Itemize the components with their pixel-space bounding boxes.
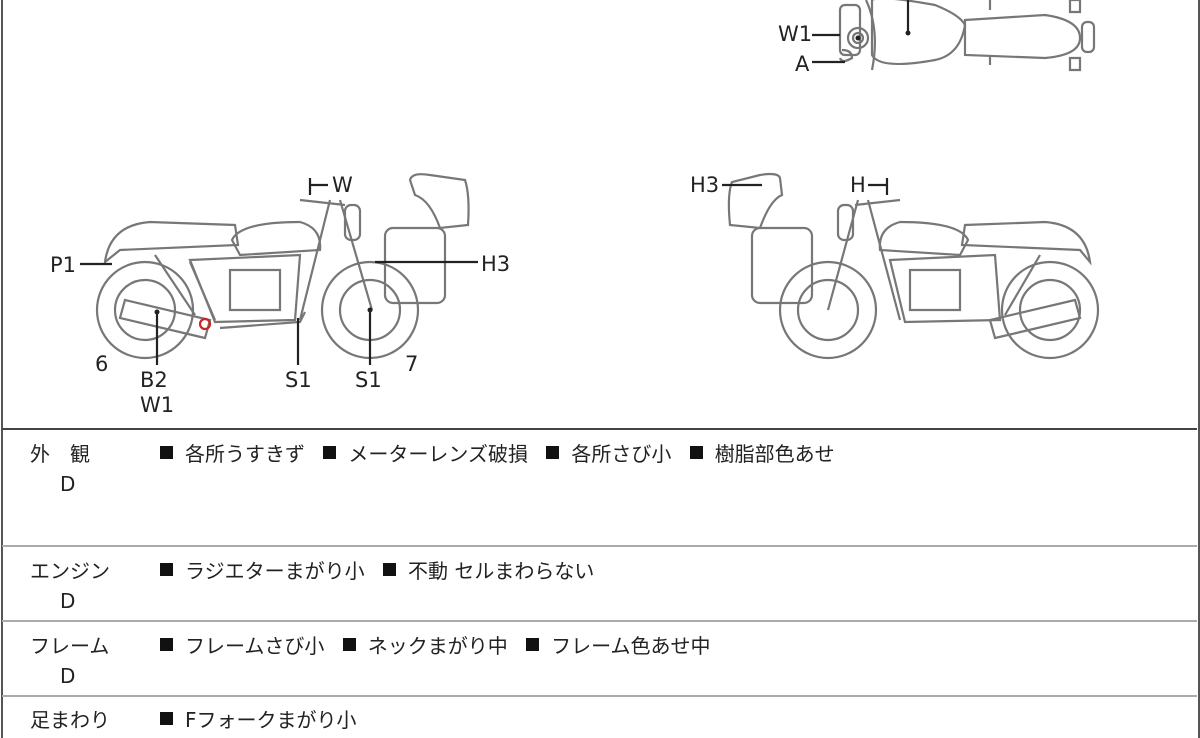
row-grade: D <box>60 472 76 496</box>
label-a-top: A <box>795 52 810 76</box>
row-item: Fフォークまがり小 <box>185 708 357 732</box>
row-item: ネックまがり中 <box>367 634 508 658</box>
section-divider <box>2 428 1197 430</box>
right-side-motorcycle <box>722 172 1100 360</box>
label-p1: P1 <box>50 253 77 277</box>
row-item: メーターレンズ破損 <box>348 442 528 466</box>
label-w1-top: W1 <box>778 22 813 46</box>
label-7: 7 <box>405 352 419 376</box>
row-items: ラジエターまがり小 不動 セルまわらない <box>160 555 606 584</box>
row-category: エンジン <box>30 559 110 583</box>
row-items: フレームさび小 ネックまがり中 フレーム色あせ中 <box>160 630 723 659</box>
row-item: 不動 セルまわらない <box>407 559 595 583</box>
label-s1-a: S1 <box>285 368 312 392</box>
row-item: 各所うすきず <box>185 442 305 466</box>
row-item: ラジエターまがり小 <box>185 559 365 583</box>
label-w: W <box>332 173 353 197</box>
row-items: Fフォークまがり小 <box>160 704 369 733</box>
left-side-motorcycle <box>80 173 478 365</box>
row-item: フレームさび小 <box>185 634 325 658</box>
label-s1-b: S1 <box>355 368 382 392</box>
row-item: 各所さび小 <box>571 442 672 466</box>
row-divider <box>2 695 1197 697</box>
motorcycle-diagrams <box>80 0 1100 365</box>
row-category: フレーム <box>30 634 110 658</box>
label-h-right: H <box>850 173 866 197</box>
label-h3: H3 <box>481 252 511 276</box>
row-item: フレーム色あせ中 <box>551 634 711 658</box>
row-category: 足まわり <box>30 708 110 732</box>
row-grade: D <box>60 589 76 613</box>
label-b2: B2 <box>140 368 168 392</box>
top-view-motorcycle <box>812 0 1096 72</box>
label-h3-right: H3 <box>690 173 720 197</box>
label-w1: W1 <box>140 393 175 417</box>
row-divider <box>2 545 1197 547</box>
label-6: 6 <box>95 352 109 376</box>
row-item: 樹脂部色あせ <box>714 442 835 466</box>
row-category: 外 観 <box>30 442 90 466</box>
row-grade: D <box>60 664 76 688</box>
row-divider <box>2 620 1197 622</box>
row-items: 各所うすきず メーターレンズ破損 各所さび小 樹脂部色あせ <box>160 438 847 467</box>
